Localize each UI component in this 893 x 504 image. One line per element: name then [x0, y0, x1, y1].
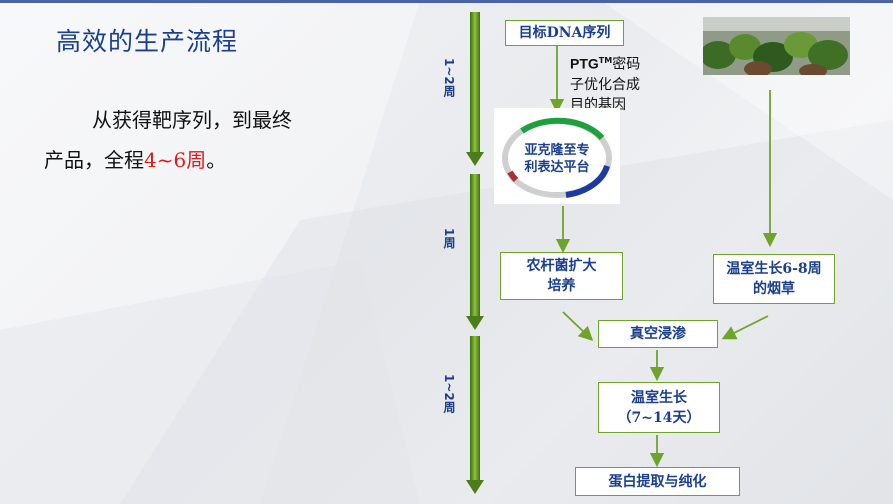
greenhouse-line2: （7~14天） — [617, 409, 701, 426]
top-accent-line — [0, 0, 893, 3]
intro-line2-prefix: 产品，全程 — [44, 148, 144, 172]
box-target-dna: 目标DNA序列 — [505, 20, 624, 46]
timeline-label-3: 1~2周 — [442, 374, 456, 413]
ptg-line1: 密码 — [612, 56, 641, 73]
box-protein-purification: 蛋白提取与纯化 — [575, 467, 740, 496]
arrow-tobacco-to-vacuum — [721, 315, 769, 340]
ptg-line2: 子优化合成 — [570, 76, 640, 93]
ptg-note: PTGTM密码 子优化合成 目的基因 — [570, 51, 640, 115]
timeline-arrow-2 — [466, 174, 484, 330]
ptg-tm: TM — [598, 56, 613, 65]
arrow-agro-to-vacuum — [562, 311, 594, 341]
timeline-arrow-1 — [466, 12, 484, 166]
timeline-arrow-3 — [466, 336, 484, 494]
intro-text: 从获得靶序列，到最终 产品，全程4~6周。 — [44, 100, 334, 180]
greenhouse-line1: 温室生长 — [631, 389, 687, 406]
box-greenhouse-growth: 温室生长 （7~14天） — [598, 382, 720, 433]
plasmid-diagram: 亚克隆至专 利表达平台 — [494, 108, 620, 204]
box-agrobacterium: 农杆菌扩大培养 — [500, 252, 623, 300]
box-tobacco: 温室生长6-8周的烟草 — [713, 254, 835, 304]
plasmid-line1: 亚克隆至专 — [524, 143, 590, 158]
tobacco-plants-image — [703, 17, 850, 75]
timeline-label-2: 1周 — [442, 228, 456, 249]
tobacco-photo — [703, 17, 850, 75]
tobacco-line1: 温室生长6-8周 — [726, 261, 822, 277]
plasmid-line2: 利表达平台 — [524, 160, 590, 175]
timeline-label-1: 1~2周 — [442, 58, 456, 97]
intro-line2-suffix: 。 — [206, 148, 227, 172]
intro-duration-highlight: 4~6周 — [144, 148, 207, 172]
page-title: 高效的生产流程 — [56, 27, 239, 56]
tobacco-line2: 的烟草 — [752, 281, 795, 297]
agro-line1: 农杆菌扩大 — [526, 258, 597, 274]
plasmid-ring — [502, 117, 612, 198]
intro-line1: 从获得靶序列，到最终 — [92, 108, 292, 132]
box-vacuum-infiltration: 真空浸渗 — [598, 320, 718, 348]
ptg-brand: PTG — [570, 55, 599, 72]
agro-line2: 培养 — [547, 278, 576, 294]
